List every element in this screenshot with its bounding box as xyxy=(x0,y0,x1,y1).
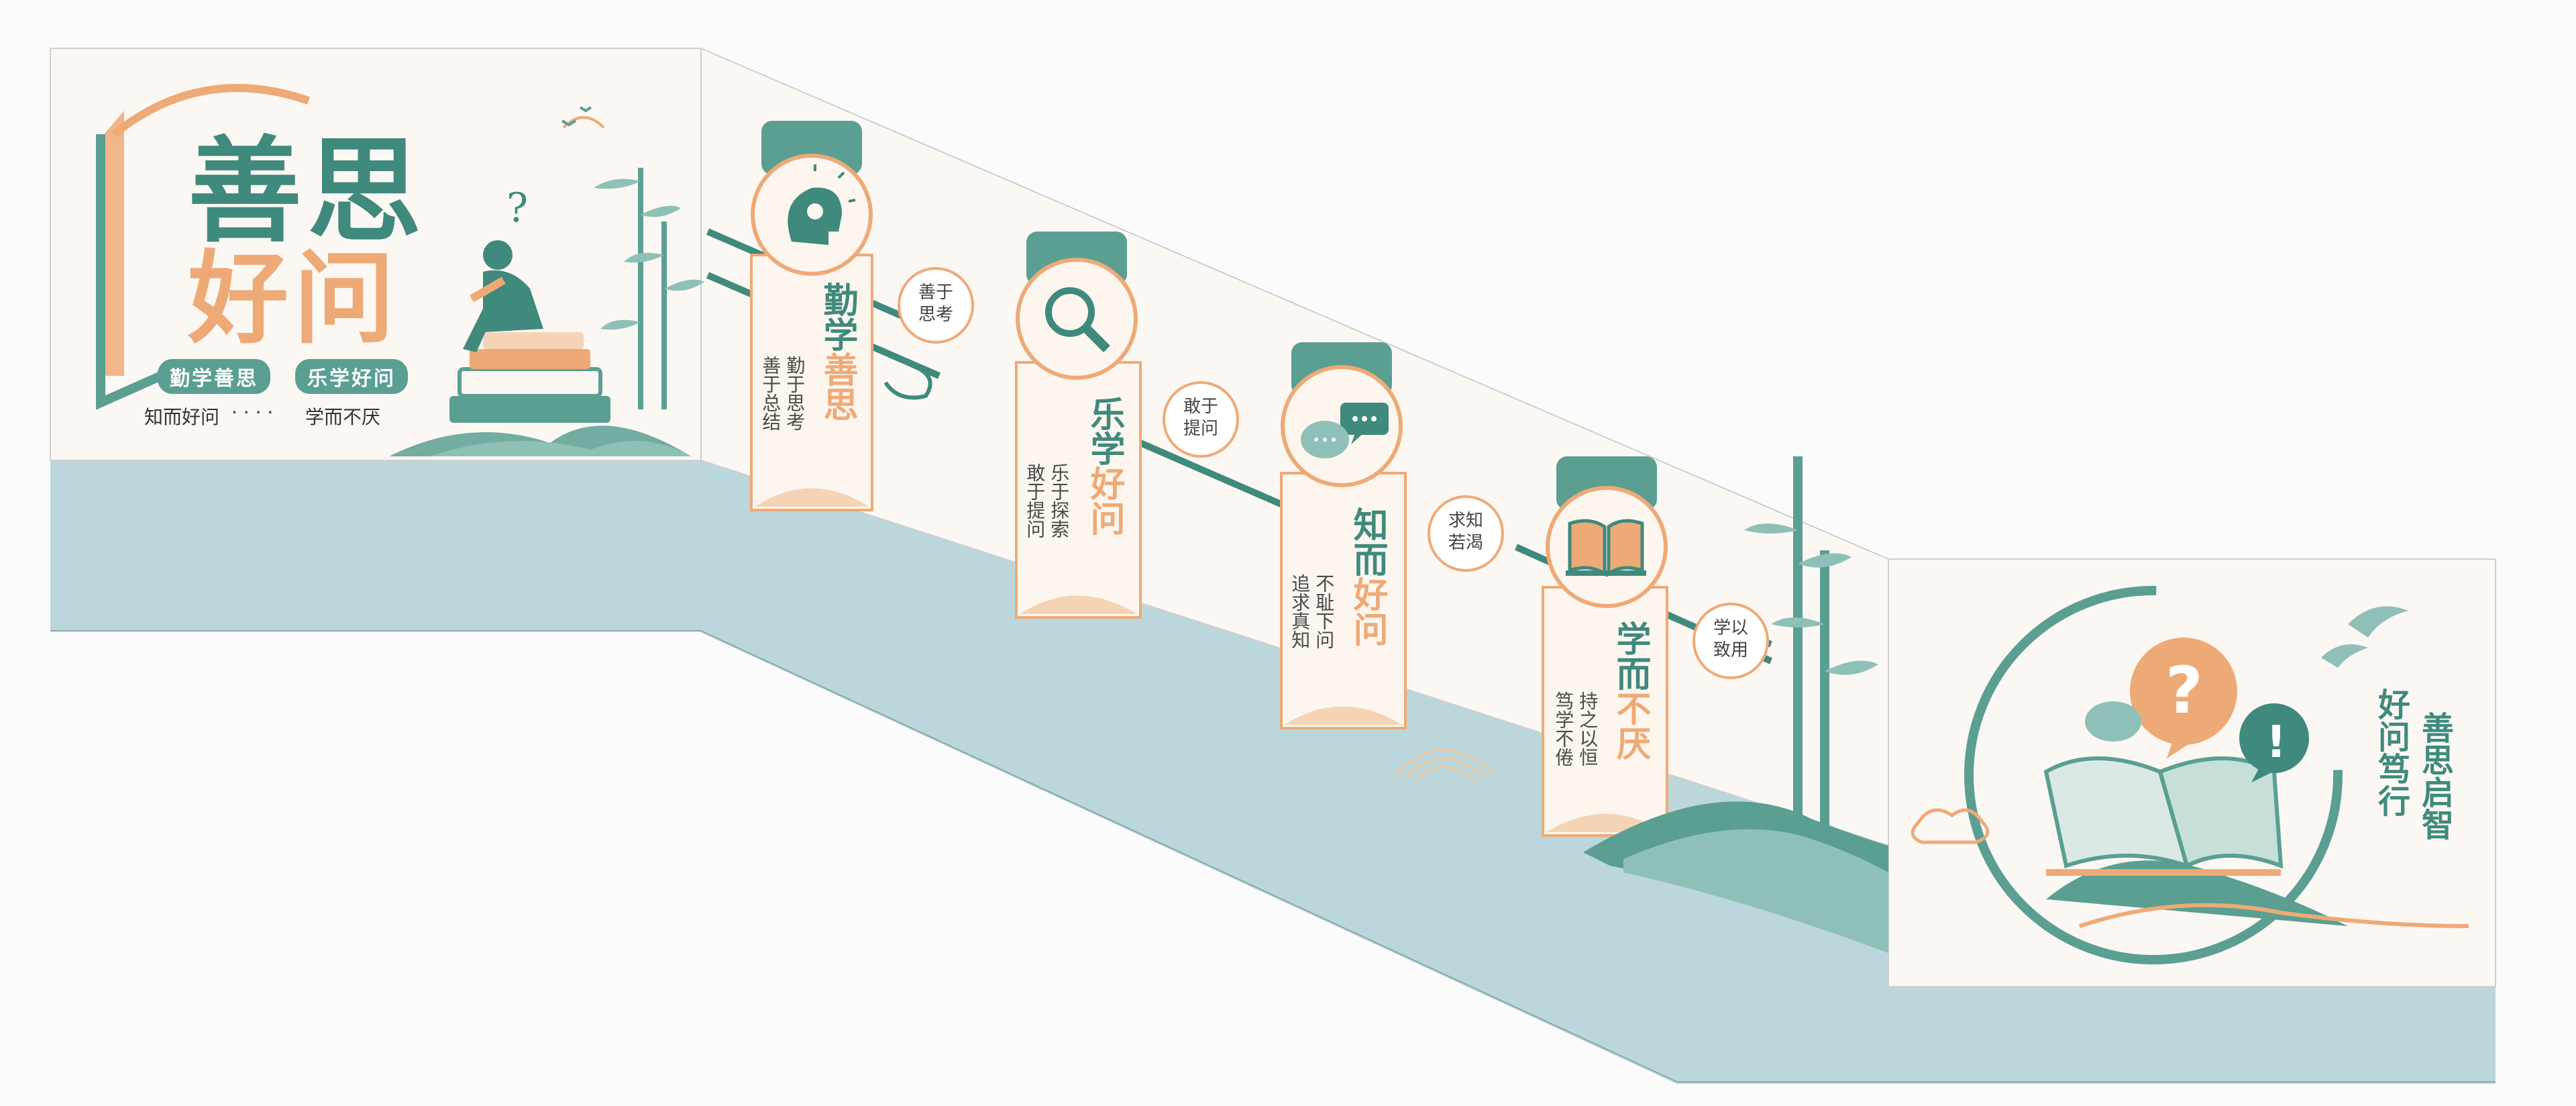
bubble-text-2: 敢于提问 xyxy=(1183,397,1218,439)
footer-right: 学而不厌 xyxy=(305,406,381,428)
step-subtitle-4a: 持之以恒 xyxy=(1576,691,1599,766)
right-vertical-right: 善思启智 xyxy=(2416,711,2453,840)
step-subtitle-3b: 追求真知 xyxy=(1289,574,1311,649)
step-card-4 xyxy=(1542,586,1668,837)
step-subtitle-2b: 敢于提问 xyxy=(1024,463,1046,538)
right-vertical-left: 好问笃行 xyxy=(2372,688,2410,817)
bubble-3 xyxy=(1428,495,1504,572)
footer-left: 知而好问 xyxy=(144,406,220,428)
step-title-4: 学而不厌 xyxy=(1610,621,1651,760)
stair-band-lower xyxy=(50,460,1677,1084)
step-card-2 xyxy=(1015,361,1142,619)
bamboo-icon xyxy=(638,168,667,409)
stair-band-right xyxy=(1677,987,2496,1084)
large-open-book-icon xyxy=(2043,756,2284,876)
cloud-icon xyxy=(1911,808,1990,844)
swallow-icon xyxy=(2321,606,2408,668)
step-subtitle-3a: 不耻下问 xyxy=(1313,574,1336,649)
reading-person-icon xyxy=(463,240,543,352)
bubble-text-3: 求知若渴 xyxy=(1448,511,1483,553)
svg-text:?: ? xyxy=(2165,653,2203,728)
bird-icon xyxy=(561,106,592,127)
bubble-1 xyxy=(898,267,974,344)
svg-text:!: ! xyxy=(2266,716,2286,768)
step-subtitle-4b: 笃学不倦 xyxy=(1552,691,1575,766)
magnifier-icon xyxy=(1045,287,1110,352)
book-frame xyxy=(111,84,310,138)
book-stack xyxy=(449,396,610,423)
bubble-text-4: 学以致用 xyxy=(1713,618,1748,660)
step-badge-4 xyxy=(1546,486,1668,608)
exclamation-bubble-icon: ! xyxy=(2239,703,2309,783)
open-book-icon xyxy=(1566,519,1646,577)
step-badge-2 xyxy=(1016,258,1138,380)
question-bubble-icon: ? xyxy=(2130,638,2237,758)
footer-dots: · · · · xyxy=(231,401,274,423)
bubble-4 xyxy=(1693,603,1769,679)
step-title-2: 乐学好问 xyxy=(1084,396,1125,536)
step-subtitle-1b: 善于总结 xyxy=(759,356,782,431)
step-title-1: 勤学善思 xyxy=(817,282,858,421)
step-subtitle-1a: 勤于思考 xyxy=(784,356,806,431)
left-title-line2: 好问 xyxy=(188,240,400,358)
step-subtitle-2a: 乐于探索 xyxy=(1048,463,1071,538)
step-title-3: 知而好问 xyxy=(1347,507,1388,646)
bubble-2 xyxy=(1163,381,1239,458)
left-title-line1: 善思 xyxy=(188,124,427,258)
head-idea-icon xyxy=(788,164,856,245)
badge-right: 乐学好问 xyxy=(295,359,408,394)
step-card-1 xyxy=(750,254,873,511)
question-mark-icon: ? xyxy=(506,185,528,232)
bubble-text-1: 善于思考 xyxy=(918,283,953,325)
chat-bubbles-icon xyxy=(1301,403,1389,458)
big-circle xyxy=(1964,586,2343,964)
badge-left: 勤学善思 xyxy=(158,359,270,394)
step-card-3 xyxy=(1280,472,1407,730)
bamboo-tall-icon xyxy=(1793,456,1829,832)
